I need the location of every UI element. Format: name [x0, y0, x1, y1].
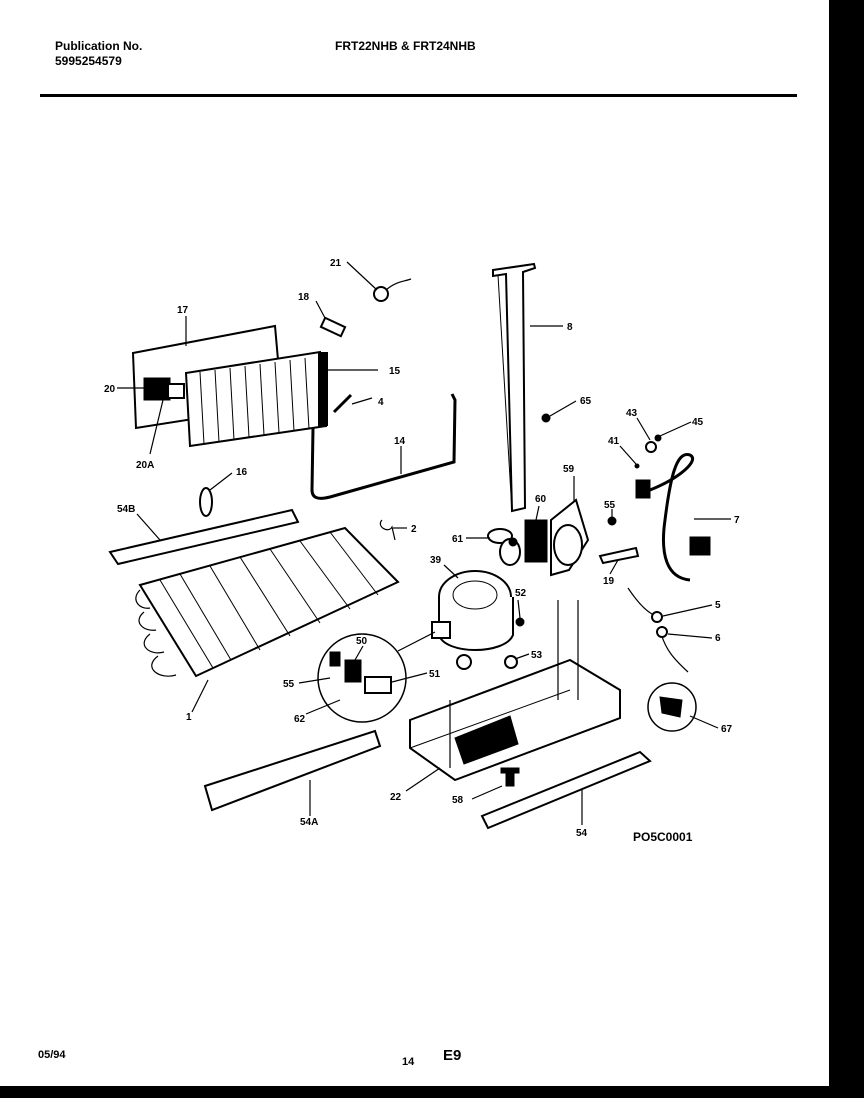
- vertical-channel-8: [492, 262, 537, 513]
- footer-section-code: E9: [443, 1047, 462, 1064]
- callout-20: 20: [104, 384, 116, 395]
- page-sheet: Publication No. 5995254579 FRT22NHB & FR…: [0, 0, 829, 1086]
- callout-62: 62: [294, 714, 306, 725]
- footer-date: 05/94: [38, 1049, 66, 1061]
- callout-58: 58: [452, 795, 464, 806]
- connector-5: [651, 611, 663, 623]
- callout-55-top: 55: [604, 500, 616, 511]
- callout-60: 60: [535, 494, 547, 505]
- callout-1: 1: [186, 712, 192, 723]
- callout-7: 7: [734, 515, 740, 526]
- screw-55: [607, 516, 617, 526]
- callout-67: 67: [721, 724, 733, 735]
- callout-51: 51: [429, 669, 441, 680]
- connector-6: [656, 626, 668, 638]
- compressor-39: [431, 570, 514, 651]
- callout-2: 2: [411, 524, 417, 535]
- grommet-53: [504, 655, 518, 669]
- fan-blade-61: [487, 528, 521, 566]
- bracket-54: [480, 750, 652, 830]
- grommet-52: [515, 617, 525, 627]
- clip-43: [645, 441, 657, 453]
- screw-58: [500, 767, 520, 787]
- callout-22: 22: [390, 792, 402, 803]
- callout-14: 14: [394, 436, 406, 447]
- model-numbers: FRT22NHB & FRT24NHB: [335, 39, 476, 53]
- grommet-16: [199, 487, 213, 517]
- grommet-53b: [456, 654, 472, 670]
- callout-54b: 54B: [117, 504, 135, 515]
- callout-45: 45: [692, 417, 704, 428]
- part-41: [634, 463, 640, 469]
- callout-41: 41: [608, 436, 620, 447]
- callout-18: 18: [298, 292, 310, 303]
- callout-50: 50: [356, 636, 368, 647]
- drawing-id: PO5C0001: [633, 830, 693, 844]
- bracket-60: [524, 519, 548, 563]
- callout-19: 19: [603, 576, 615, 587]
- callout-43: 43: [626, 408, 638, 419]
- fan-motor-59: [550, 498, 590, 577]
- callout-4: 4: [378, 397, 384, 408]
- screw-65: [541, 413, 551, 423]
- defrost-thermostat-21: [373, 278, 412, 302]
- callout-52: 52: [515, 588, 527, 599]
- header-rule: [40, 94, 797, 97]
- callout-17: 17: [177, 305, 189, 316]
- relay-detail-callout: [317, 631, 436, 723]
- condenser-1: [135, 526, 400, 678]
- wire-5: [627, 587, 653, 615]
- drain-tube-14: [310, 393, 457, 500]
- condenser-coil-15: [184, 350, 328, 448]
- publication-number: 5995254579: [55, 54, 122, 68]
- callout-39: 39: [430, 555, 442, 566]
- callout-16: 16: [236, 467, 248, 478]
- callout-54a: 54A: [300, 817, 318, 828]
- base-pan-22: [409, 600, 621, 782]
- bracket-54b: [108, 508, 300, 566]
- callout-21: 21: [330, 258, 342, 269]
- power-cord-7: [635, 453, 711, 582]
- callout-6: 6: [715, 633, 721, 644]
- callout-61: 61: [452, 534, 464, 545]
- tube-19: [598, 546, 640, 565]
- bracket-54a: [203, 729, 382, 812]
- callout-65: 65: [580, 396, 592, 407]
- callout-55-detail: 55: [283, 679, 295, 690]
- callout-15: 15: [389, 366, 401, 377]
- callout-20a: 20A: [136, 460, 154, 471]
- callout-8: 8: [567, 322, 573, 333]
- power-cord-clamp-67: [647, 682, 697, 732]
- heater-4: [332, 393, 353, 414]
- callout-59: 59: [563, 464, 575, 475]
- exploded-parts-diagram: 21 18 17 15 20 4 20A 14 16 8 65 43 45 41…: [104, 258, 740, 844]
- callout-5: 5: [715, 600, 721, 611]
- screw-45: [654, 434, 662, 442]
- relay-20: [143, 377, 185, 401]
- publication-label: Publication No.: [55, 39, 143, 53]
- clip-18: [319, 316, 347, 338]
- footer-page-number: 14: [402, 1056, 415, 1068]
- clip-2: [379, 519, 396, 541]
- callout-54: 54: [576, 828, 588, 839]
- callout-53: 53: [531, 650, 543, 661]
